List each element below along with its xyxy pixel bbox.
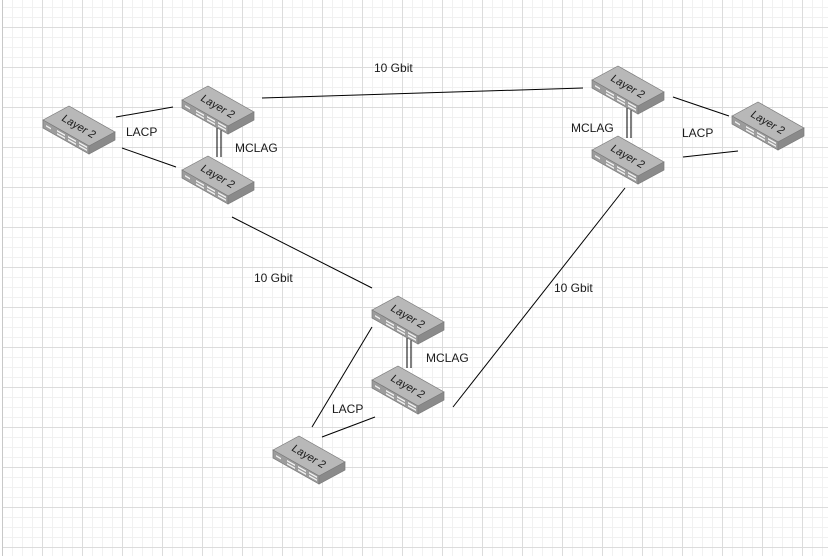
switch-node[interactable]: Layer 2	[371, 295, 445, 345]
switch-node[interactable]: Layer 2	[731, 101, 805, 151]
label-mclag-left: MCLAG	[235, 141, 278, 155]
label-lacp-left: LACP	[126, 125, 157, 139]
switch-node[interactable]: Layer 2	[181, 85, 255, 135]
edge-10g-top[interactable]	[261, 87, 584, 99]
label-link-left: 10 Gbit	[254, 271, 293, 285]
edge-lacp-b-top[interactable]	[672, 96, 730, 117]
edges	[115, 87, 739, 438]
switch-node[interactable]: Layer 2	[272, 435, 346, 485]
edge-10g-left[interactable]	[231, 216, 373, 289]
edge-lacp-a-bottom[interactable]	[121, 147, 177, 168]
label-lacp-right: LACP	[682, 126, 713, 140]
edge-10g-right[interactable]	[452, 187, 626, 408]
label-link-right: 10 Gbit	[554, 281, 593, 295]
switch-node[interactable]: Layer 2	[591, 135, 665, 185]
switch-node[interactable]: Layer 2	[371, 365, 445, 415]
switch-node[interactable]: Layer 2	[591, 65, 665, 115]
label-mclag-bottom: MCLAG	[426, 351, 469, 365]
edge-lacp-c-bottom[interactable]	[321, 416, 376, 438]
edge-lacp-b-bottom[interactable]	[682, 150, 739, 158]
edge-lacp-c-top[interactable]	[311, 326, 373, 428]
switch-node[interactable]: Layer 2	[181, 155, 255, 205]
canvas-border	[2, 0, 3, 556]
label-mclag-right: MCLAG	[571, 121, 614, 135]
label-link-top: 10 Gbit	[374, 61, 413, 75]
switch-node[interactable]: Layer 2	[42, 105, 116, 155]
edge-lacp-a-top[interactable]	[115, 106, 174, 118]
label-lacp-bottom: LACP	[332, 402, 363, 416]
